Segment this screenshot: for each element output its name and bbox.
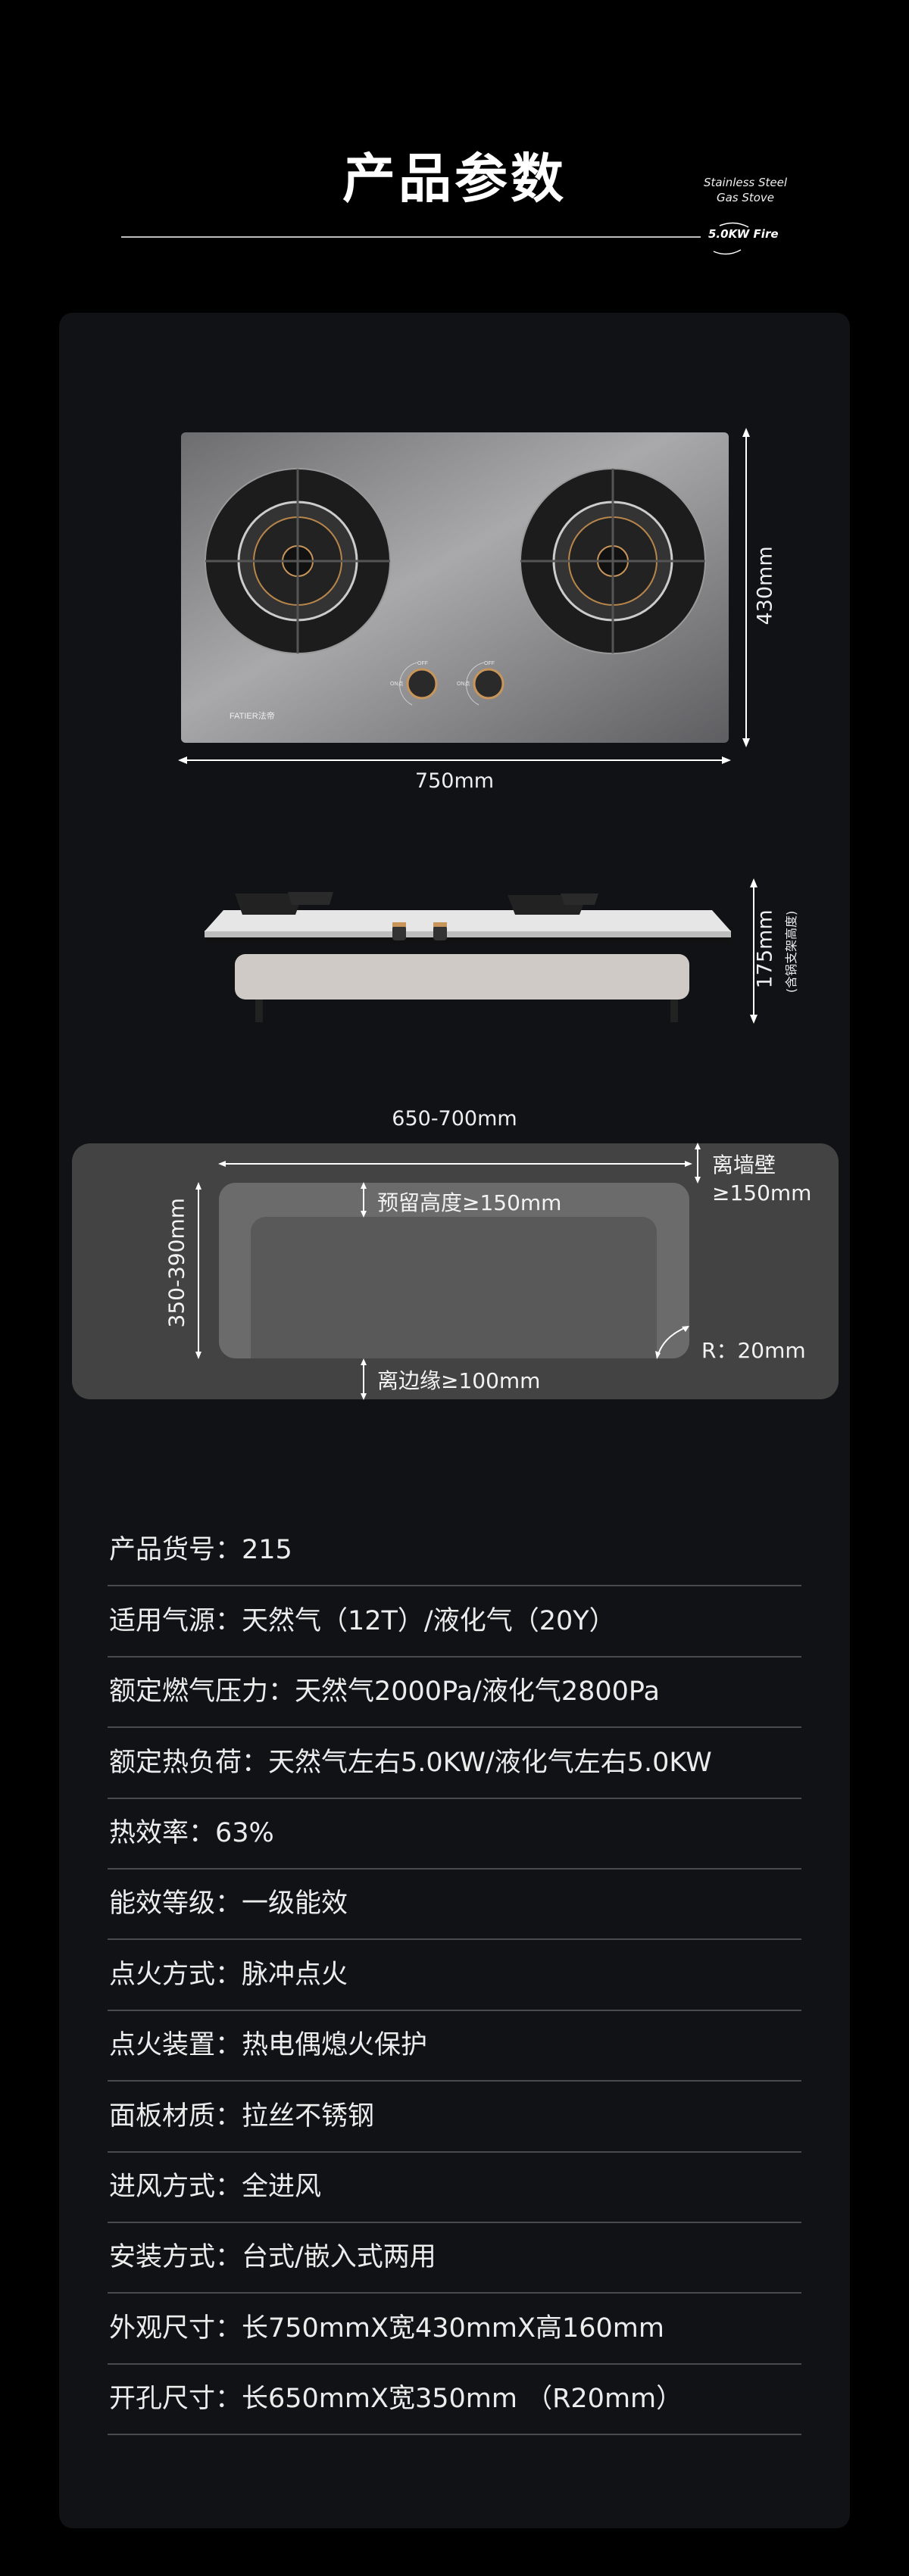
stove-top-view-image: OFF ON点 OFF ON点 FATIER法帝: [181, 432, 729, 743]
edge-distance-label: 离边缘≥100mm: [377, 1368, 541, 1393]
corner-radius-label: R：20mm: [701, 1338, 806, 1363]
spec-row: 额定燃气压力：天然气2000Pa/液化气2800Pa: [108, 1658, 801, 1729]
spec-row: 开孔尺寸：长650mmX宽350mm （R20mm）: [108, 2365, 801, 2436]
height-arrow: [750, 878, 758, 1024]
spec-text: 进风方式：全进风: [109, 2171, 322, 2202]
spec-text: 额定热负荷：天然气左右5.0KW/液化气左右5.0KW: [109, 1747, 712, 1778]
spec-row: 产品货号：215: [108, 1516, 801, 1587]
knob-right: [473, 668, 504, 700]
spec-row: 额定热负荷：天然气左右5.0KW/液化气左右5.0KW: [108, 1728, 801, 1799]
spec-text: 能效等级：一级能效: [109, 1888, 348, 1920]
burner-left: [205, 468, 391, 654]
spec-text: 安装方式：台式/嵌入式两用: [109, 2242, 436, 2273]
page-title: 产品参数: [342, 148, 567, 210]
burner-right: [520, 468, 706, 654]
knob-left-off-label: OFF: [417, 661, 428, 666]
knob-left-scale: [399, 662, 418, 706]
spec-row: 外观尺寸：长750mmX宽430mmX高160mm: [108, 2294, 801, 2365]
spec-text: 外观尺寸：长750mmX宽430mmX高160mm: [109, 2312, 664, 2344]
depth-arrow: [742, 428, 750, 747]
spec-row: 点火装置：热电偶熄火保护: [108, 2011, 801, 2082]
spec-row: 安装方式：台式/嵌入式两用: [108, 2223, 801, 2294]
cutout-area: [251, 1217, 657, 1358]
width-label: 750mm: [414, 769, 495, 793]
subtitle-line2: Gas Stove: [716, 191, 775, 204]
fire-swirl-icon: [713, 222, 749, 255]
knob-left-on-label: ON点: [390, 681, 404, 687]
knob-right-scale: [466, 662, 485, 706]
knob-right-on-label: ON点: [457, 681, 470, 687]
brand-logo: FATIER法帝: [230, 710, 275, 721]
subtitle-line1: Stainless Steel: [703, 176, 788, 189]
spec-row: 热效率：63%: [108, 1799, 801, 1870]
spec-text: 开孔尺寸：长650mmX宽350mm （R20mm）: [109, 2384, 683, 2415]
spec-row: 面板材质：拉丝不锈钢: [108, 2082, 801, 2153]
title-divider: [121, 236, 701, 238]
width-arrow: [178, 756, 731, 764]
spec-row: 进风方式：全进风: [108, 2153, 801, 2223]
cutout-depth-label: 350-390mm: [164, 1197, 189, 1328]
spec-text: 点火装置：热电偶熄火保护: [109, 2030, 428, 2061]
wall-distance-label: 离墙壁: [712, 1152, 776, 1177]
stove-side-view-image: [205, 892, 731, 1022]
spec-row: 点火方式：脉冲点火: [108, 1940, 801, 2011]
wall-distance-value: ≥150mm: [712, 1180, 812, 1205]
spec-text: 热效率：63%: [109, 1817, 274, 1848]
knob-right-off-label: OFF: [484, 661, 495, 666]
knob-left: [406, 668, 438, 700]
spec-row: 适用气源：天然气（12T）/液化气（20Y）: [108, 1586, 801, 1658]
power-badge: 5.0KW Fire: [708, 227, 779, 241]
cutout-width-label: 650-700mm: [392, 1107, 517, 1131]
spec-text: 面板材质：拉丝不锈钢: [109, 2100, 375, 2132]
spec-row: 能效等级：一级能效: [108, 1870, 801, 1941]
reserve-height-label: 预留高度≥150mm: [377, 1190, 562, 1215]
install-arrows: [195, 1143, 701, 1400]
spec-text: 点火方式：脉冲点火: [109, 1959, 348, 1990]
spec-text: 额定燃气压力：天然气2000Pa/液化气2800Pa: [109, 1676, 660, 1707]
spec-text: 产品货号：215: [109, 1535, 292, 1566]
spec-text: 适用气源：天然气（12T）/液化气（20Y）: [109, 1605, 616, 1636]
